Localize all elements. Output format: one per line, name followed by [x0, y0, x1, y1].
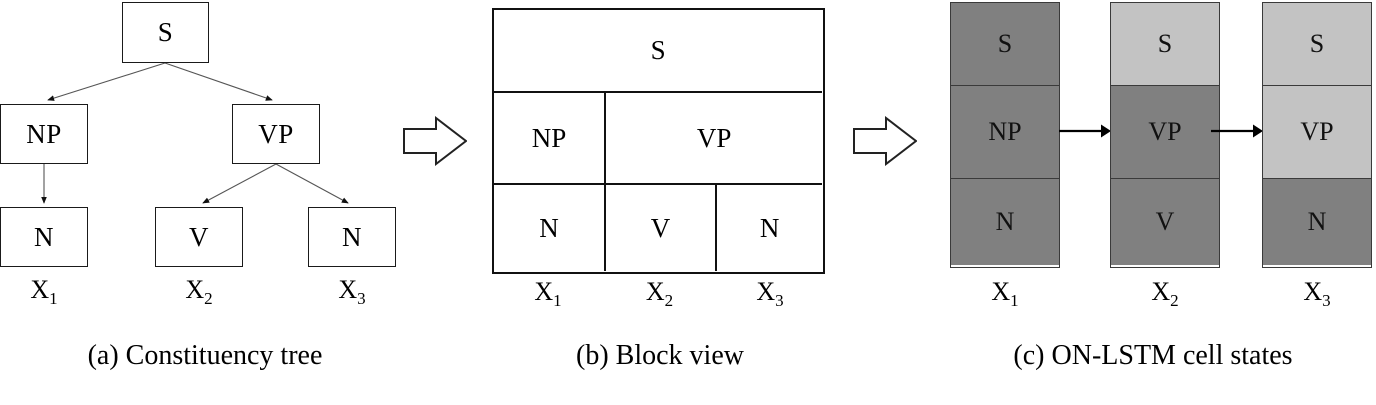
- token-subscript: 1: [1010, 291, 1019, 311]
- block-cell-v: V: [606, 185, 717, 272]
- block-grid: S NP VP N V N: [492, 8, 825, 274]
- token-base: X: [756, 277, 776, 306]
- token-label-x3: X3: [715, 277, 825, 311]
- token-label-x1: X1: [492, 277, 604, 311]
- token-base: X: [991, 277, 1011, 306]
- recurrence-arrow-icon: [1211, 124, 1263, 138]
- panel-constituency-tree: S NP VP N V N X1 X2 X3: [0, 0, 400, 405]
- cell-state-segment-v: V: [1111, 179, 1219, 266]
- panel-on-lstm-cell-states: S NP N S VP V S VP N X1 X2 X3: [930, 0, 1376, 405]
- caption-on-lstm-cell-states: (c) ON-LSTM cell states: [1013, 340, 1293, 371]
- token-label-x3: X3: [1262, 277, 1372, 311]
- token-subscript: 2: [664, 291, 674, 311]
- tree-node-vp: VP: [232, 104, 320, 164]
- tree-node-np: NP: [0, 104, 88, 164]
- token-label-x3: X3: [308, 275, 396, 309]
- token-subscript: 3: [1322, 291, 1331, 311]
- tree-node-v: V: [155, 207, 243, 267]
- token-base: X: [534, 277, 554, 306]
- token-label-x1: X1: [0, 275, 88, 309]
- caption-block-view: (b) Block view: [576, 340, 744, 371]
- token-subscript: 1: [49, 289, 58, 309]
- block-cell-np: NP: [494, 93, 606, 185]
- token-label-x2: X2: [604, 277, 715, 311]
- cell-state-segment-vp: VP: [1111, 86, 1219, 179]
- panel-block-view: S NP VP N V N X1 X2 X3: [480, 0, 840, 405]
- cell-state-column-x1: S NP N: [950, 2, 1060, 268]
- cell-state-segment-n: N: [951, 179, 1059, 266]
- block-cell-n-first: N: [494, 185, 606, 272]
- recurrence-arrow-icon: [1059, 124, 1111, 138]
- cell-state-segment-vp: VP: [1263, 86, 1371, 179]
- token-label-x2: X2: [155, 275, 243, 309]
- token-label-x2: X2: [1110, 277, 1220, 311]
- token-base: X: [30, 275, 50, 304]
- cell-state-column-x3: S VP N: [1262, 2, 1372, 268]
- cell-state-column-x2: S VP V: [1110, 2, 1220, 268]
- token-base: X: [1303, 277, 1323, 306]
- tree-node-s: S: [122, 2, 209, 63]
- tree-node-n-first: N: [0, 207, 88, 267]
- tree-node-n-second: N: [308, 207, 396, 267]
- token-base: X: [645, 277, 665, 306]
- token-subscript: 2: [1170, 291, 1179, 311]
- cell-state-segment-s: S: [951, 3, 1059, 86]
- block-arrow-right-icon: [403, 116, 467, 166]
- token-subscript: 3: [775, 291, 784, 311]
- token-subscript: 2: [204, 289, 213, 309]
- block-arrow-right-icon: [853, 116, 917, 166]
- cell-state-segment-s: S: [1111, 3, 1219, 86]
- block-cell-n-second: N: [717, 185, 823, 272]
- block-cell-s: S: [494, 10, 823, 93]
- token-subscript: 1: [553, 291, 562, 311]
- cell-state-segment-s: S: [1263, 3, 1371, 86]
- cell-state-segment-np: NP: [951, 86, 1059, 179]
- token-base: X: [185, 275, 205, 304]
- cell-state-segment-n: N: [1263, 179, 1371, 266]
- token-base: X: [338, 275, 358, 304]
- caption-constituency-tree: (a) Constituency tree: [87, 340, 323, 371]
- token-base: X: [1151, 277, 1171, 306]
- token-subscript: 3: [357, 289, 366, 309]
- block-cell-vp: VP: [606, 93, 823, 185]
- token-label-x1: X1: [950, 277, 1060, 311]
